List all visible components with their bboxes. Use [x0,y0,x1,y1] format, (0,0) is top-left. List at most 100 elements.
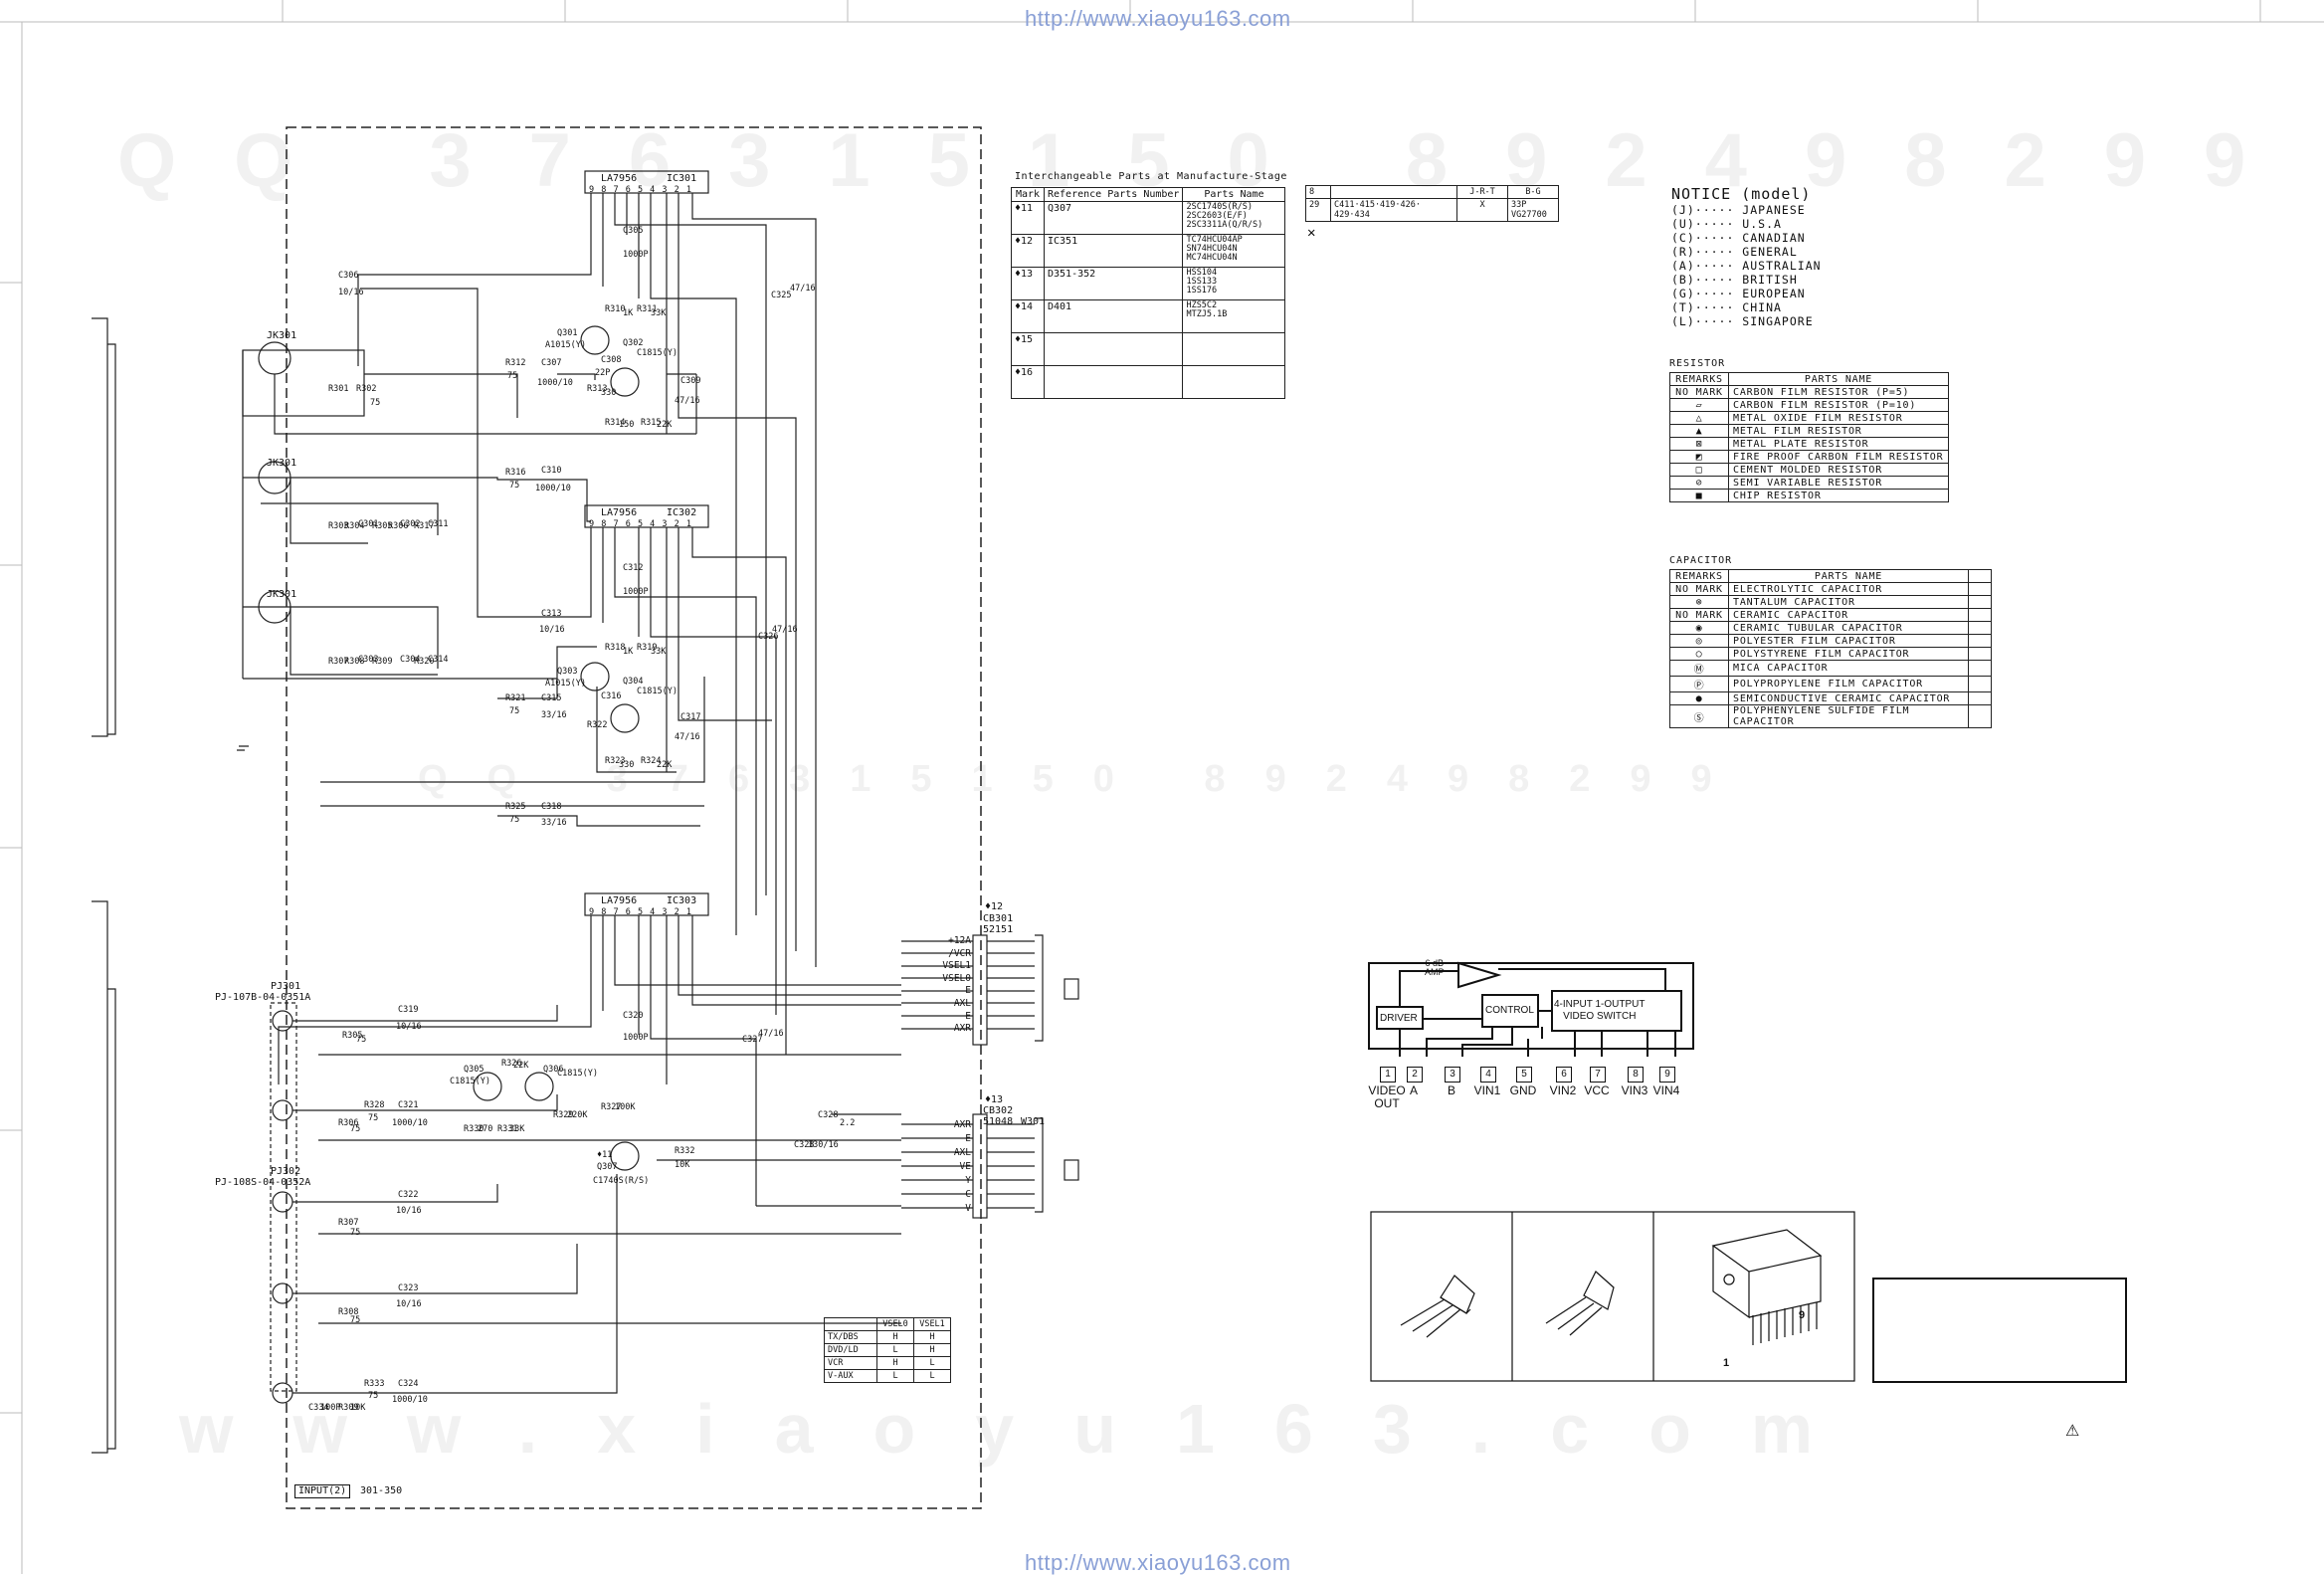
connector-ref: CB302 [983,1105,1014,1116]
ic302-pins: 9 8 7 6 5 4 3 2 1 [589,519,692,529]
capacitor-mark: ◎ [1669,634,1729,648]
component-label: 33K [651,647,667,657]
resistor-mark: ⊘ [1669,476,1729,490]
header-url[interactable]: http://www.xiaoyu163.com [1025,6,1291,31]
model-h1 [1330,185,1457,199]
pin-label: E [965,985,971,997]
ic-pin-name: VIN4 [1652,1084,1680,1097]
component-label: ♦11 [597,1150,613,1160]
connector-part: 51048 [983,1116,1014,1127]
component-label: 22K [657,420,673,430]
component-label: C311 [428,519,449,529]
component-label: C326 [758,632,779,642]
component-label: 75 [350,1315,361,1325]
warning-icon: ⚠ [2065,1421,2080,1440]
capacitor-mark: NO MARK [1669,582,1729,596]
notice-item: (J)····· JAPANESE [1671,203,1806,217]
truth-cell: VCR [824,1356,877,1370]
component-label: 1000P [623,250,649,260]
parts-row: ♦16 [1011,365,1286,399]
resistor-name: FIRE PROOF CARBON FILM RESISTOR [1728,450,1949,464]
pj302-part: PJ-108S-04-0352A [215,1177,311,1188]
component-label: 1K [623,308,634,318]
capacitor-name: POLYESTER FILM CAPACITOR [1728,634,1969,648]
resistor-row: ▲METAL FILM RESISTOR [1669,424,1949,438]
capacitor-symbol-cell [1968,660,1992,677]
component-label: C324 [398,1379,419,1389]
component-label: 330/16 [808,1140,839,1150]
component-label: C310 [541,466,562,476]
component-label: R318 [605,643,626,653]
component-label: R303 [328,521,349,531]
component-label: C314 [428,655,449,665]
ic302-type: LA7956 [601,507,638,518]
capacitor-name: CERAMIC CAPACITOR [1728,608,1969,622]
truth-cell: H [876,1330,914,1344]
component-label: R326 [501,1059,522,1069]
component-label: Q304 [623,677,644,687]
ic-pin-name: VIN1 [1473,1084,1501,1097]
component-label: Q305 [464,1065,484,1075]
ic303-pins: 9 8 7 6 5 4 3 2 1 [589,907,692,917]
capacitor-mark: NO MARK [1669,608,1729,622]
ic-pin-number: 1 [1380,1067,1396,1083]
pin-label: VSEL1 [942,960,971,972]
capacitor-name: MICA CAPACITOR [1728,660,1969,677]
parts-mark: ♦12 [1011,234,1045,268]
interchangeable-table: Mark Reference Parts Number Parts Name ♦… [1011,187,1286,399]
connector-mark: ♦13 [985,1094,1004,1105]
ic-pin-number: 2 [1407,1067,1423,1083]
component-label: R310 [605,304,626,314]
jack-label: JK301 [267,458,297,469]
component-label: R323 [605,756,626,766]
capacitor-name: SEMICONDUCTIVE CERAMIC CAPACITOR [1728,691,1969,705]
component-label: 1000/10 [535,484,571,493]
jack-label: JK301 [267,589,297,600]
component-label: 47/16 [790,284,816,294]
resistor-mark: ◩ [1669,450,1729,464]
cap-col-name: PARTS NAME [1728,569,1969,583]
package-drawings [1370,1211,1855,1382]
capacitor-row: ○POLYSTYRENE FILM CAPACITOR [1669,647,1992,661]
capacitor-symbol-cell [1968,676,1992,692]
resistor-name: CARBON FILM RESISTOR (P=5) [1728,385,1949,399]
resistor-row: ■CHIP RESISTOR [1669,489,1949,502]
component-label: 33K [651,308,667,318]
component-label: R313 [587,384,608,394]
component-label: C315 [541,693,562,703]
component-label: 1000P [623,587,649,597]
component-label: 10K [675,1160,690,1170]
truth-cell: H [913,1330,951,1344]
ic301-pins: 9 8 7 6 5 4 3 2 1 [589,185,692,195]
component-label: R301 [328,384,349,394]
pin-label: Y [965,1175,971,1186]
resistor-row: ⊘SEMI VARIABLE RESISTOR [1669,476,1949,490]
footer-url[interactable]: http://www.xiaoyu163.com [1025,1550,1291,1575]
package-pin-9: 9 [1799,1309,1806,1321]
component-label: C301 [358,519,379,529]
pin-label: V [965,1203,971,1214]
ic-pin-number: 8 [1628,1067,1644,1083]
component-label: C325 [771,291,792,300]
component-label: C328 [818,1110,839,1120]
ic301-ref: IC301 [667,173,697,184]
ic-pin-name: A [1409,1084,1418,1097]
pin-label: VSEL0 [942,972,971,984]
blank-box [1872,1278,2127,1383]
pin-label: AXL [953,1147,971,1158]
component-label: R328 [364,1100,385,1110]
capacitor-name: POLYSTYRENE FILM CAPACITOR [1728,647,1969,661]
capacitor-mark: ◉ [1669,621,1729,635]
res-col-name: PARTS NAME [1728,372,1949,386]
component-label: 33/16 [541,710,567,720]
component-label: C1815(Y) [637,687,678,696]
capacitor-mark: Ⓢ [1669,704,1729,728]
model-c0: 29 [1305,198,1331,222]
ic-pin-name: GND [1509,1084,1537,1097]
capacitor-symbol-cell [1968,608,1992,622]
